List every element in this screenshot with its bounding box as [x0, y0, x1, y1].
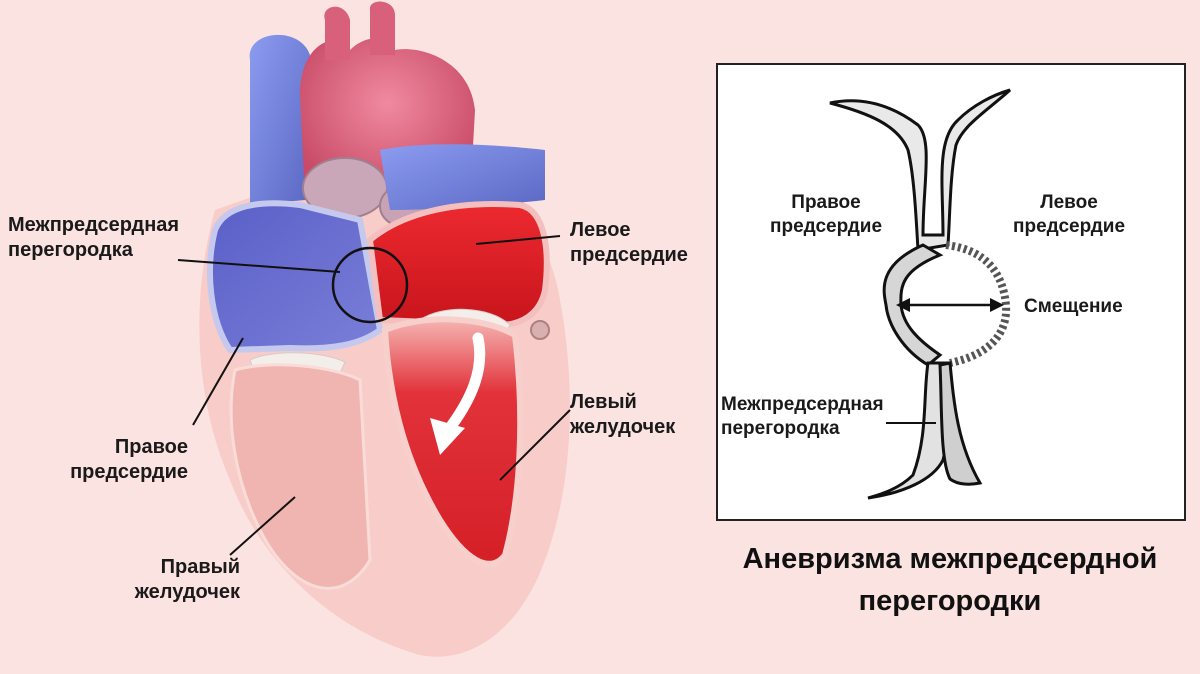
septum-schematic: [829, 88, 1012, 500]
panel-label-left-atrium: Левое предсердие: [1013, 192, 1126, 237]
label-left-atrium: Левое предсердие: [570, 219, 688, 266]
aneurysm-bulge: [882, 243, 944, 367]
right-ventricle: [229, 363, 372, 590]
left-ventricle: [381, 316, 524, 567]
panel-label-septum: Межпредсердная перегородка: [721, 394, 884, 439]
panel-label-right-atrium: Правое предсердие: [770, 192, 883, 237]
flow-arrowhead: [430, 418, 465, 455]
label-interatrial-septum: Межпредсердная перегородка: [8, 214, 180, 261]
leader-left-atrium: [475, 235, 561, 245]
septum-highlight-circle: [331, 246, 409, 324]
label-right-atrium: Правое предсердие: [70, 436, 188, 483]
heart-illustration: [177, 1, 571, 657]
label-left-ventricle: Левый желудочек: [570, 391, 676, 438]
right-atrium: [207, 200, 384, 354]
leader-right-ventricle: [229, 496, 296, 556]
aneurysm-diagram-panel: Правое предсердие Левое предсердие Смеще…: [716, 63, 1186, 521]
left-atrium: [366, 201, 550, 329]
diagram-title: Аневризма межпредсердной перегородки: [742, 543, 1158, 617]
septum-top: [829, 88, 1012, 252]
superior-vena-cava: [249, 34, 310, 205]
leader-right-atrium: [192, 337, 244, 426]
leader-septum: [177, 259, 341, 273]
panel-label-displacement: Смещение: [1024, 296, 1123, 317]
aneurysm-dashed-position: [945, 241, 1011, 367]
flow-arrow: [446, 332, 486, 431]
leader-left-ventricle: [499, 409, 571, 481]
label-right-ventricle: Правый желудочек: [134, 556, 240, 603]
